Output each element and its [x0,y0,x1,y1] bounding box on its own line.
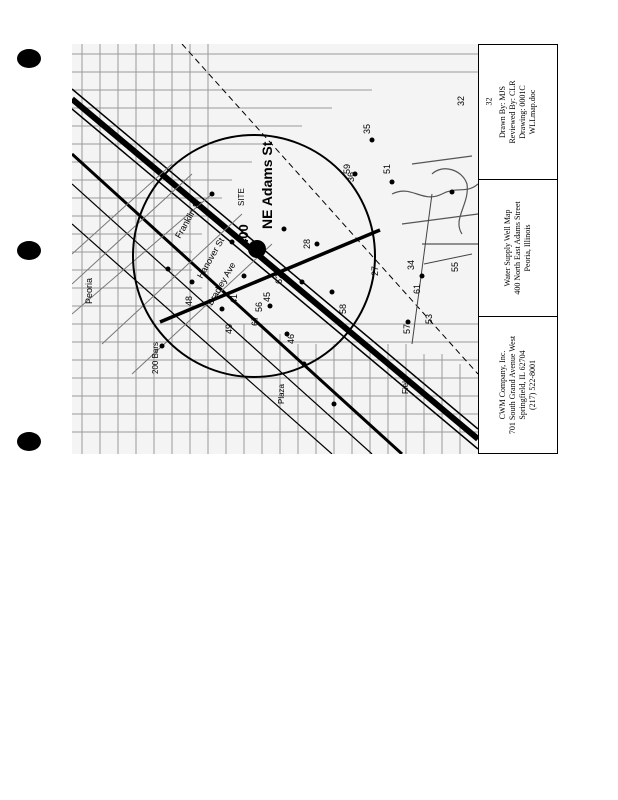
company-phone: (217) 522-8001 [528,360,537,411]
well-number: 51 [382,164,392,174]
well-number: 32 [456,96,466,106]
place-label: Peoria [84,278,94,304]
punch-hole-top [17,49,41,68]
well-number: 34 [406,260,416,270]
well-number: 53 [424,314,434,324]
well-number: 62 [274,274,284,284]
map-title-line2: 400 North East Adams Street [513,201,522,295]
street-map: 27 28 32 34 35 36 41 45 46 48 49 51 53 5… [72,44,478,454]
well-dots [159,137,455,407]
well-number: 28 [302,239,312,249]
well-number: 58 [338,304,348,314]
well-number: 59 [342,164,352,174]
reviewed-by: Reviewed By: CLR [508,80,517,144]
well-number: 27 [370,266,380,276]
well-number: 61 [412,284,422,294]
drawing-info-cell: Drawn By: MJS Reviewed By: CLR Drawing: … [479,45,557,180]
site-tag: SITE [237,188,246,206]
company-info: CWM Company, Inc. 701 South Grand Avenue… [498,336,538,434]
drawing-number: Drawing: 0001C [518,85,527,139]
place-label: Plaza [277,383,286,404]
well-number: 46 [286,334,296,344]
file-name: WLLmap.doc [528,89,537,135]
title-block: Drawn By: MJS Reviewed By: CLR Drawing: … [478,44,558,454]
well-number: 67 [250,316,260,326]
well-number: 49 [224,324,234,334]
site-marker-icon [248,240,266,258]
upper-streets [391,155,478,245]
page-number: 32 [484,97,494,106]
place-label: Field [401,377,410,394]
company-city: Springfield, IL 62704 [518,350,527,420]
place-labels: NE Adams St 400 SITE Hanover St Franklin… [84,141,410,404]
place-label: 200 Bars [151,342,160,374]
map-title-line1: Water Supply Well Map [503,209,512,287]
well-number: 45 [262,292,272,302]
drawing-info: Drawn By: MJS Reviewed By: CLR Drawing: … [498,80,538,143]
radius-line [159,228,381,324]
map-title-cell: Water Supply Well Map 400 North East Ada… [479,180,557,317]
map-title: Water Supply Well Map 400 North East Ada… [503,201,533,294]
drawn-by: Drawn By: MJS [498,85,507,139]
well-number: 57 [402,324,412,334]
well-number: 41 [229,294,239,304]
map-title-line3: Peoria, Illinois [523,224,532,272]
railroad-line [181,44,478,375]
punch-hole-middle [17,241,41,260]
well-number: 35 [362,124,372,134]
street-grid [72,44,478,454]
company-cell: CWM Company, Inc. 701 South Grand Avenue… [479,317,557,453]
well-number: 55 [450,262,460,272]
radius-circle [132,134,376,378]
well-number: 56 [254,302,264,312]
punch-hole-bottom [17,432,41,451]
cross-streets [72,163,273,375]
company-address: 701 South Grand Avenue West [508,335,517,435]
well-map-figure: 27 28 32 34 35 36 41 45 46 48 49 51 53 5… [72,44,478,454]
company-name: CWM Company, Inc. [498,350,507,420]
side-streets [411,193,473,345]
street-name-label: NE Adams St [259,141,275,229]
address-number-label: 400 [236,224,251,246]
well-number: 36 [346,172,356,182]
well-number: 48 [184,296,194,306]
well-number-labels: 27 28 32 34 35 36 41 45 46 48 49 51 53 5… [184,96,466,344]
